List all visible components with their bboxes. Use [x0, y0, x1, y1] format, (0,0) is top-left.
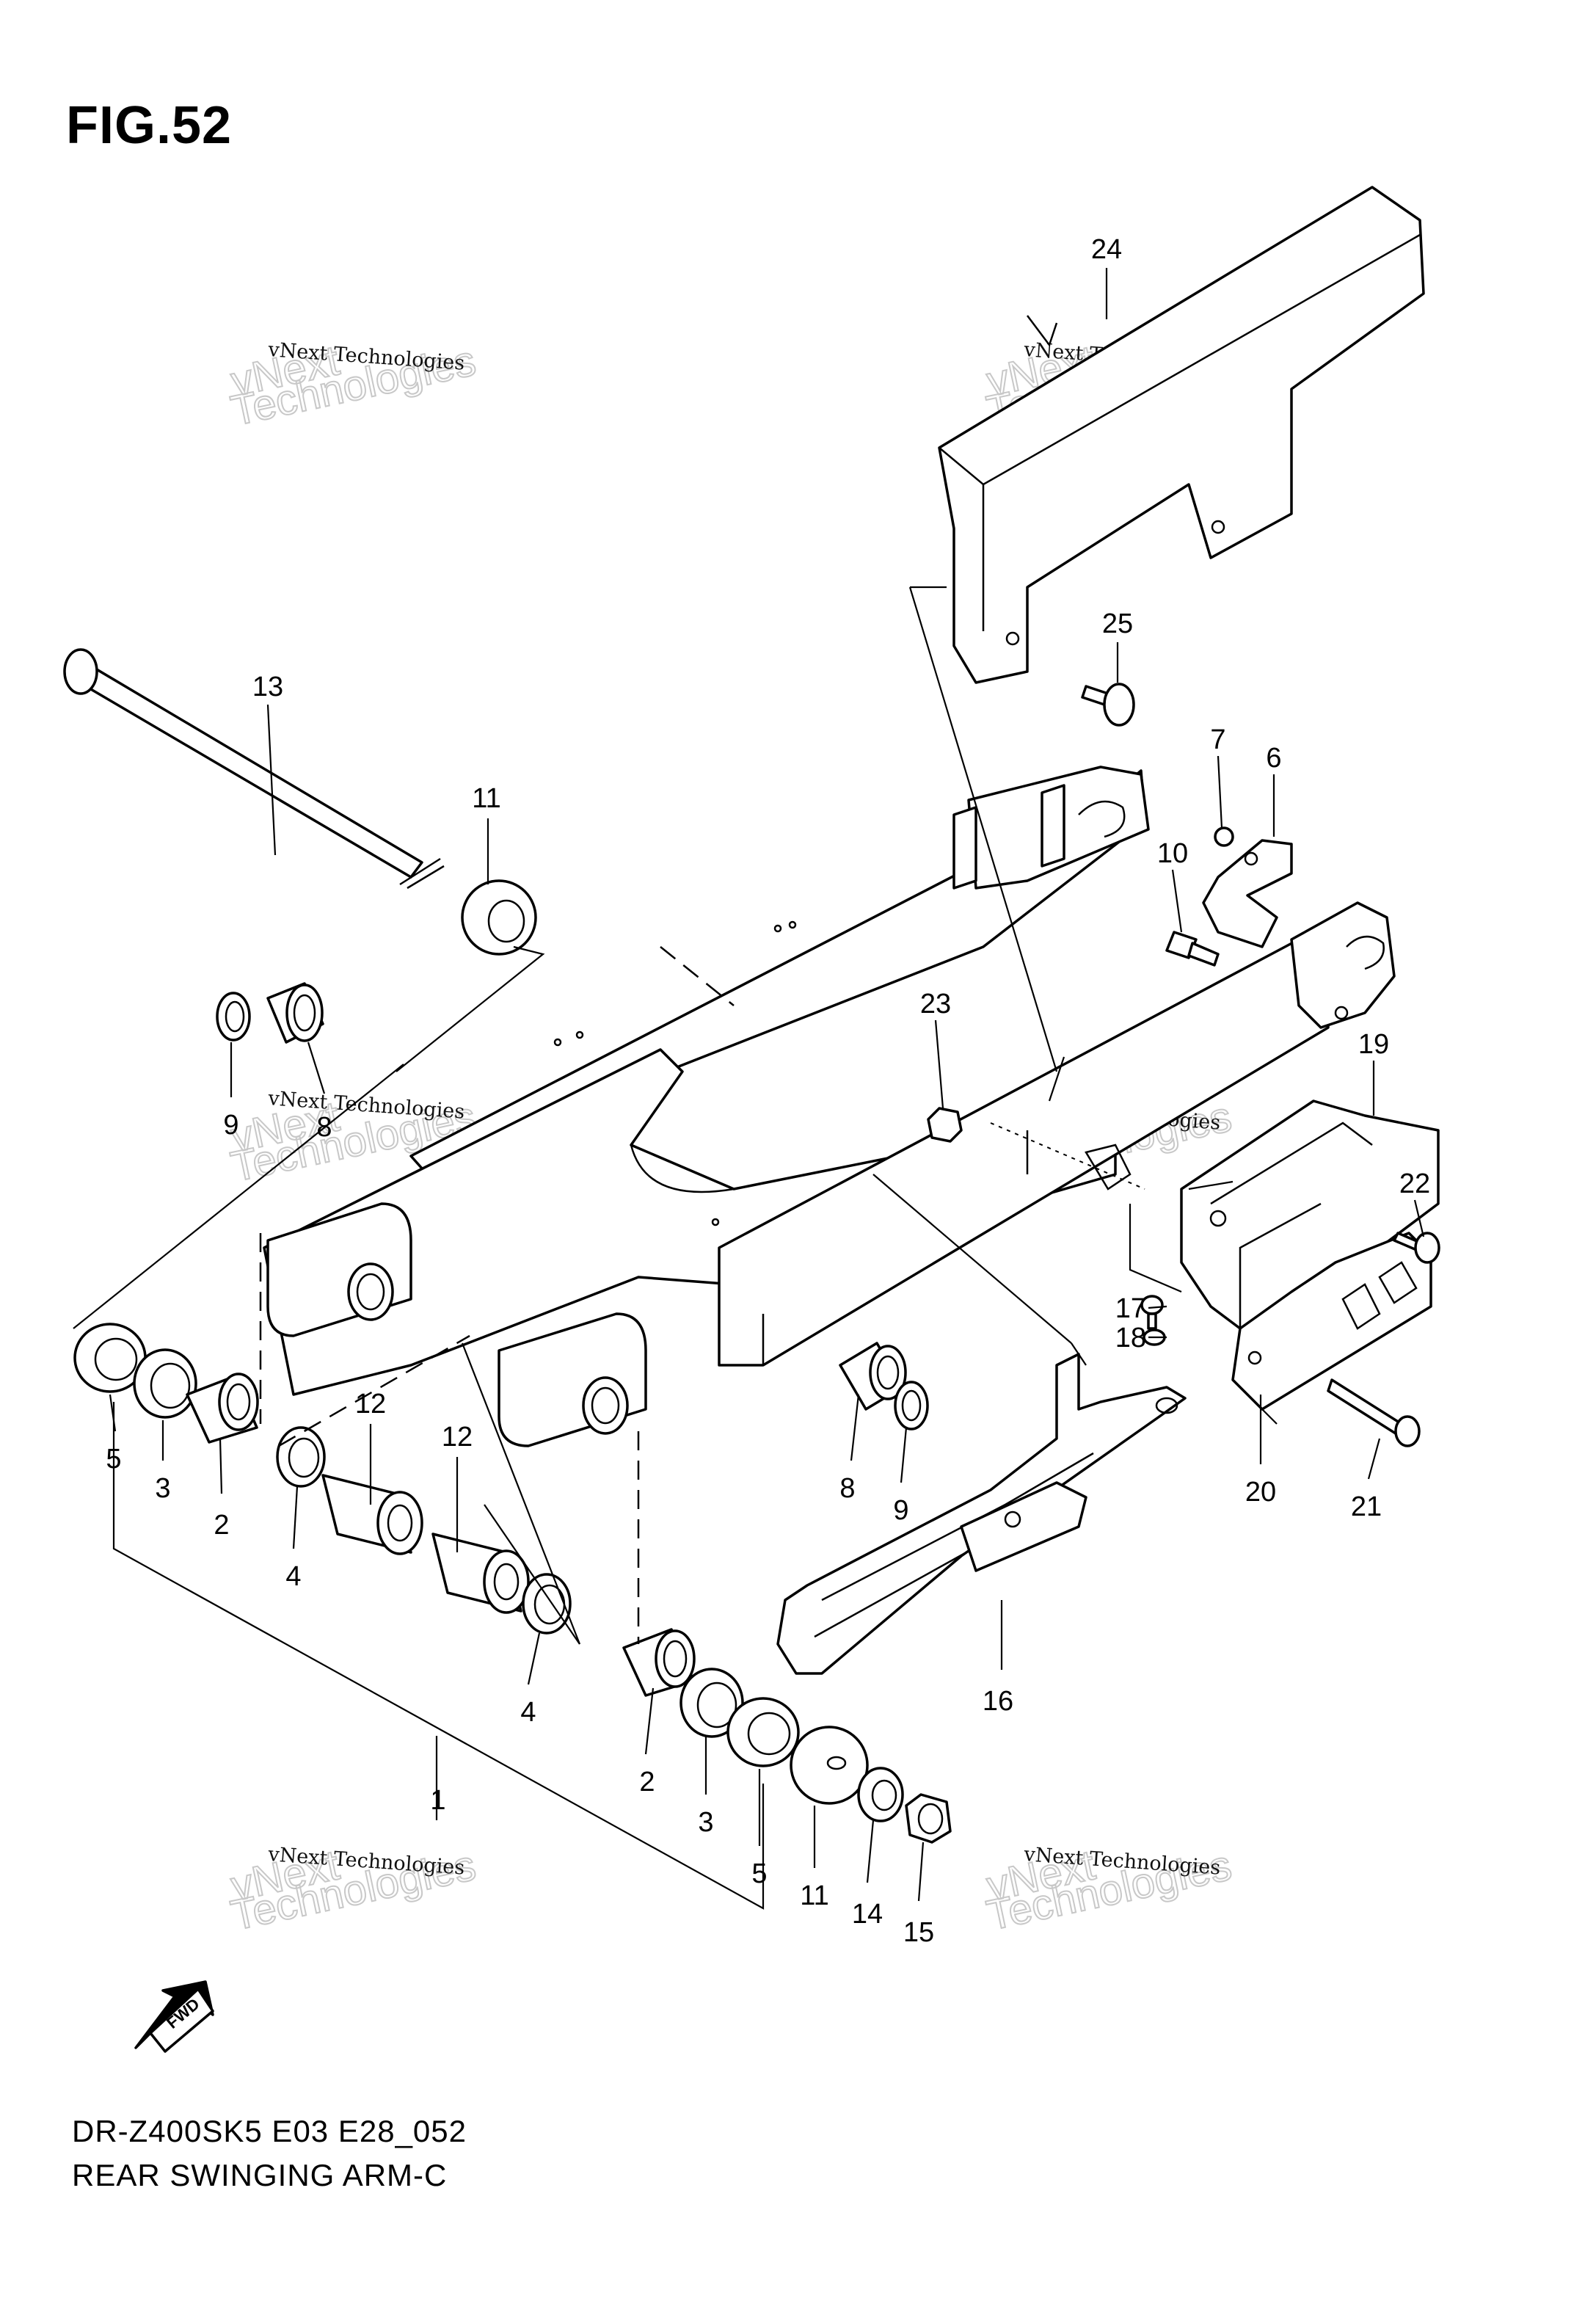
swinging-arm — [263, 766, 1396, 1447]
callout-7: 7 — [1210, 724, 1225, 755]
callout-12-left: 12 — [355, 1389, 386, 1419]
callout-8-right: 8 — [839, 1473, 855, 1504]
washer-small — [857, 1767, 904, 1822]
chain-guide-nut — [927, 1107, 963, 1143]
callout-15: 15 — [903, 1917, 934, 1948]
oil-seal-left — [73, 1323, 147, 1393]
callout-5-left: 5 — [106, 1444, 121, 1475]
callout-20: 20 — [1245, 1477, 1276, 1508]
model-code: DR-Z400SK5 E03 E28_052 — [72, 2114, 467, 2148]
spacer-right — [431, 1533, 530, 1614]
spacer-left — [321, 1474, 423, 1555]
assembly-reference-lines — [73, 268, 1425, 1910]
assembly-name: REAR SWINGING ARM-C — [72, 2158, 448, 2192]
callout-19: 19 — [1358, 1029, 1389, 1060]
callout-11-bottom: 11 — [800, 1880, 828, 1911]
callout-9-right: 9 — [893, 1495, 908, 1526]
callout-18: 18 — [1115, 1323, 1146, 1353]
callout-14: 14 — [852, 1899, 883, 1930]
callout-25: 25 — [1102, 608, 1133, 639]
watermark-top-left: vNext Technologies vNext Technologies — [226, 335, 481, 435]
callout-4-right: 4 — [520, 1697, 536, 1728]
watermark-bottom-left: vNext Technologies vNext Technologies — [226, 1840, 481, 1940]
guide-screw-small — [1393, 1232, 1440, 1264]
callout-2-left: 2 — [214, 1510, 229, 1541]
callout-labels: 1 2 2 3 3 4 4 5 5 6 7 8 8 9 9 10 11 11 1… — [106, 234, 1430, 1948]
oil-seal-lower-right — [726, 1697, 800, 1767]
callout-6: 6 — [1266, 743, 1281, 774]
needle-bearing-upper-left — [266, 982, 324, 1044]
pivot-collar-bottom — [790, 1726, 869, 1805]
callout-9-left: 9 — [223, 1110, 238, 1141]
washer-lower-right — [679, 1668, 744, 1738]
callout-1: 1 — [430, 1785, 445, 1816]
bearing-left — [186, 1373, 259, 1444]
chain-case — [938, 186, 1425, 684]
guide-bolt-long — [1327, 1378, 1421, 1447]
forward-direction-arrow: FWD — [134, 1980, 214, 2053]
chain-case-screw — [1081, 683, 1135, 727]
callout-5-right: 5 — [751, 1858, 767, 1889]
slider-screw — [1140, 1295, 1164, 1330]
chain-adjuster-bracket — [1202, 839, 1293, 948]
callout-21: 21 — [1351, 1491, 1382, 1522]
callout-13: 13 — [252, 672, 283, 702]
dust-seal-right — [894, 1381, 929, 1431]
callout-8-left: 8 — [316, 1112, 332, 1143]
watermark-bottom-right: vNext Technologies vNext Technologies — [982, 1840, 1236, 1940]
callout-22: 22 — [1399, 1168, 1430, 1199]
callout-4-left: 4 — [285, 1561, 301, 1592]
adjuster-bolt — [1165, 931, 1220, 967]
pivot-collar-top — [461, 879, 537, 956]
dust-seal-upper-left — [216, 992, 251, 1042]
callout-11-top: 11 — [472, 783, 500, 814]
callout-3-right: 3 — [698, 1807, 713, 1838]
chain-buffer — [776, 1353, 1187, 1675]
callout-16: 16 — [983, 1686, 1013, 1717]
pivot-nut — [905, 1793, 952, 1844]
seal-lower-left — [276, 1426, 326, 1488]
callout-2-right: 2 — [639, 1767, 655, 1797]
washer-left — [133, 1348, 197, 1419]
bracket-screw — [1214, 826, 1234, 847]
callout-17: 17 — [1115, 1293, 1146, 1324]
callout-10: 10 — [1157, 838, 1188, 869]
callout-3-left: 3 — [155, 1473, 170, 1504]
figure-title: FIG.52 — [66, 96, 233, 155]
callout-12-right: 12 — [442, 1422, 473, 1453]
callout-24: 24 — [1091, 234, 1122, 265]
bearing-lower-right — [622, 1628, 696, 1697]
callout-23: 23 — [920, 989, 951, 1019]
pivot-shaft — [63, 648, 445, 890]
